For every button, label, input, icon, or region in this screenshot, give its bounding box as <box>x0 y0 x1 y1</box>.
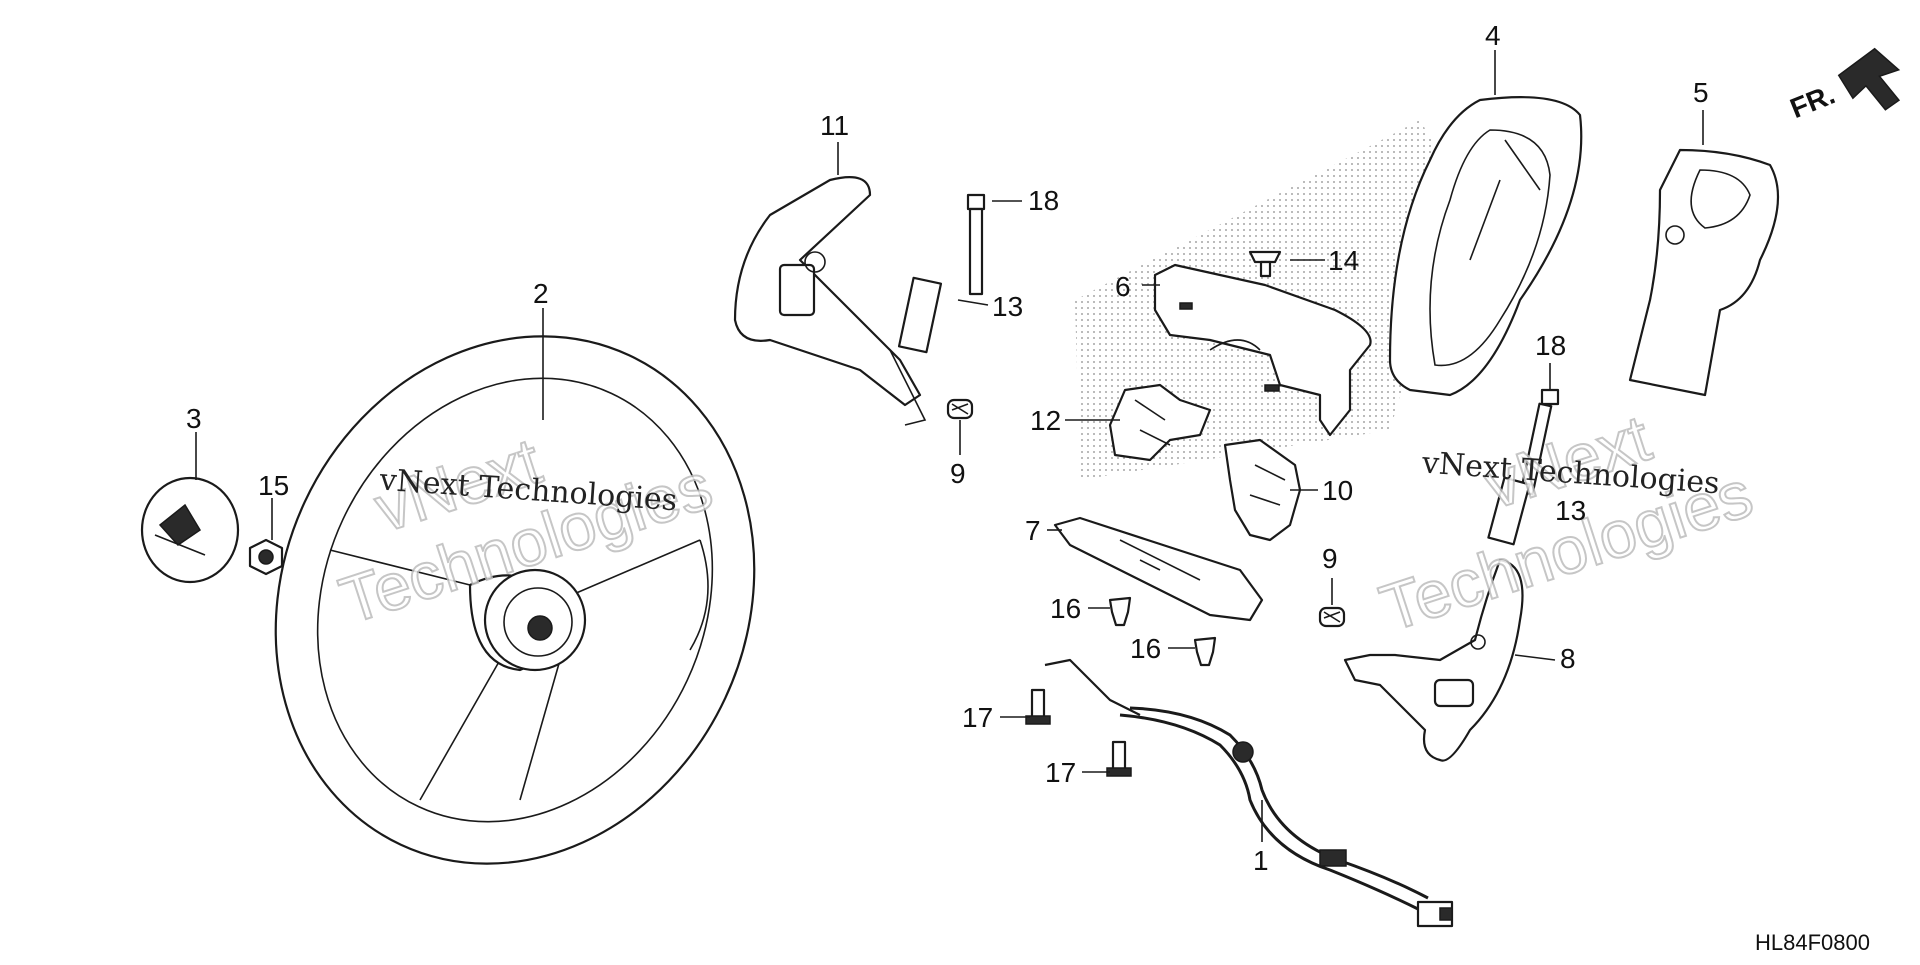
callout-5: 5 <box>1693 77 1709 108</box>
callout-2: 2 <box>533 278 549 309</box>
callout-9-right: 9 <box>1322 543 1338 574</box>
callout-6: 6 <box>1115 271 1131 302</box>
leader-lines <box>195 50 1704 842</box>
cover-plate <box>1153 263 1372 437</box>
callout-7: 7 <box>1025 515 1041 546</box>
callout-8: 8 <box>1560 643 1576 674</box>
collar-left <box>897 276 943 354</box>
callouts: 2 3 15 11 18 13 9 4 5 14 6 12 10 7 9 16 … <box>186 20 1709 876</box>
front-direction-indicator: FR. <box>1786 47 1901 125</box>
callout-14: 14 <box>1328 245 1359 276</box>
callout-4: 4 <box>1485 20 1501 51</box>
wire-harness <box>1044 658 1454 928</box>
callout-18-right: 18 <box>1535 330 1566 361</box>
callout-13-left: 13 <box>992 291 1023 322</box>
callout-13-right: 13 <box>1555 495 1586 526</box>
right-switch-housing <box>1343 558 1524 762</box>
screw-17a <box>1025 688 1051 725</box>
callout-17-lower: 17 <box>1045 757 1076 788</box>
callout-18-left: 18 <box>1028 185 1059 216</box>
drawing-code: HL84F0800 <box>1755 930 1870 955</box>
left-switch-housing <box>733 176 927 426</box>
callout-16-right: 16 <box>1130 633 1161 664</box>
spring-left <box>946 398 974 420</box>
callout-11: 11 <box>820 110 849 141</box>
clip-b <box>1193 636 1217 667</box>
upper-cover <box>1388 96 1583 397</box>
collar-right <box>1487 476 1531 546</box>
bracket-12 <box>1108 383 1212 462</box>
callout-9-left: 9 <box>950 458 966 489</box>
screw-14 <box>1248 250 1282 278</box>
steering-wheel <box>274 335 756 865</box>
callout-10: 10 <box>1322 475 1353 506</box>
spring-right <box>1318 606 1346 628</box>
callout-1: 1 <box>1253 845 1269 876</box>
callout-17-upper: 17 <box>962 702 993 733</box>
side-cover <box>1628 148 1780 397</box>
mount-bar <box>1053 516 1264 622</box>
bolt-right <box>1519 388 1560 496</box>
front-indicator-label: FR. <box>1786 79 1839 125</box>
callout-3: 3 <box>186 403 202 434</box>
horn-emblem-cap <box>140 476 240 584</box>
nut <box>248 538 284 576</box>
callout-15: 15 <box>258 470 289 501</box>
clip-a <box>1108 596 1132 627</box>
callout-12: 12 <box>1030 405 1061 436</box>
screw-17b <box>1106 740 1132 777</box>
bracket-10 <box>1223 438 1302 542</box>
callout-16-left: 16 <box>1050 593 1081 624</box>
bolt-left <box>966 193 986 296</box>
